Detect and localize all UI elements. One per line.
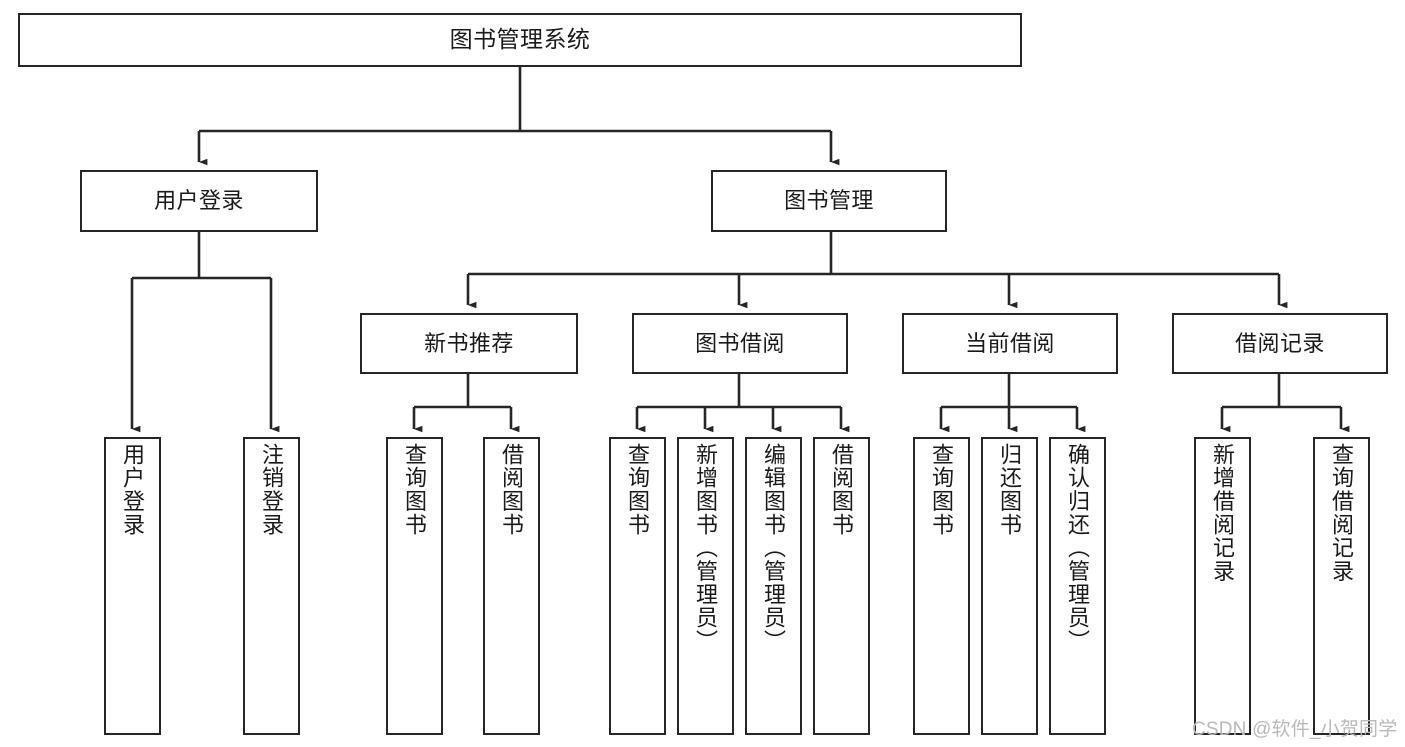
node-book-borrowing[interactable]: 图书借阅 (632, 313, 848, 374)
leaf-add-borrowing-record[interactable]: 新增借阅记录 (1194, 437, 1251, 735)
node-label: 编辑图书（管理员） (761, 443, 787, 653)
leaf-confirm-return-admin[interactable]: 确认归还（管理员） (1049, 437, 1106, 735)
node-label: 用户登录 (120, 443, 146, 537)
node-label: 当前借阅 (965, 330, 1055, 356)
node-label: 图书借阅 (695, 330, 785, 356)
node-book-management[interactable]: 图书管理 (711, 170, 947, 232)
node-label: 用户登录 (154, 188, 244, 214)
node-current-borrowings[interactable]: 当前借阅 (902, 313, 1118, 374)
watermark: CSDN @软件_小贺同学 (1192, 719, 1398, 740)
node-label: 图书管理系统 (449, 26, 591, 53)
node-label: 借阅图书 (499, 443, 525, 537)
node-borrowing-records[interactable]: 借阅记录 (1172, 313, 1388, 374)
node-label: 借阅图书 (829, 443, 855, 537)
leaf-query-books-borrowing[interactable]: 查询图书 (609, 437, 666, 735)
leaf-user-login[interactable]: 用户登录 (104, 437, 161, 735)
node-new-book-recommendation[interactable]: 新书推荐 (360, 313, 578, 374)
leaf-return-books[interactable]: 归还图书 (981, 437, 1038, 735)
node-label: 归还图书 (997, 443, 1023, 537)
node-label: 新书推荐 (424, 330, 514, 356)
node-label: 查询图书 (402, 443, 428, 537)
node-label: 确认归还（管理员） (1065, 443, 1091, 653)
node-label: 图书管理 (784, 188, 874, 214)
leaf-logout[interactable]: 注销登录 (243, 437, 300, 735)
node-label: 新增图书（管理员） (693, 443, 719, 653)
leaf-borrow-books-recommendation[interactable]: 借阅图书 (483, 437, 540, 735)
node-label: 查询图书 (625, 443, 651, 537)
node-user-login[interactable]: 用户登录 (80, 170, 318, 232)
leaf-borrow-books-borrowing[interactable]: 借阅图书 (813, 437, 870, 735)
node-label: 查询图书 (929, 443, 955, 537)
leaf-edit-book-admin[interactable]: 编辑图书（管理员） (745, 437, 802, 735)
node-root-book-management-system[interactable]: 图书管理系统 (18, 13, 1022, 67)
node-label: 借阅记录 (1235, 330, 1325, 356)
node-label: 注销登录 (259, 443, 285, 537)
leaf-query-books-current[interactable]: 查询图书 (913, 437, 970, 735)
node-label: 查询借阅记录 (1329, 443, 1355, 583)
leaf-query-borrowing-record[interactable]: 查询借阅记录 (1313, 437, 1370, 735)
node-label: 新增借阅记录 (1210, 443, 1236, 583)
leaf-query-books-recommendation[interactable]: 查询图书 (386, 437, 443, 735)
leaf-add-book-admin[interactable]: 新增图书（管理员） (677, 437, 734, 735)
